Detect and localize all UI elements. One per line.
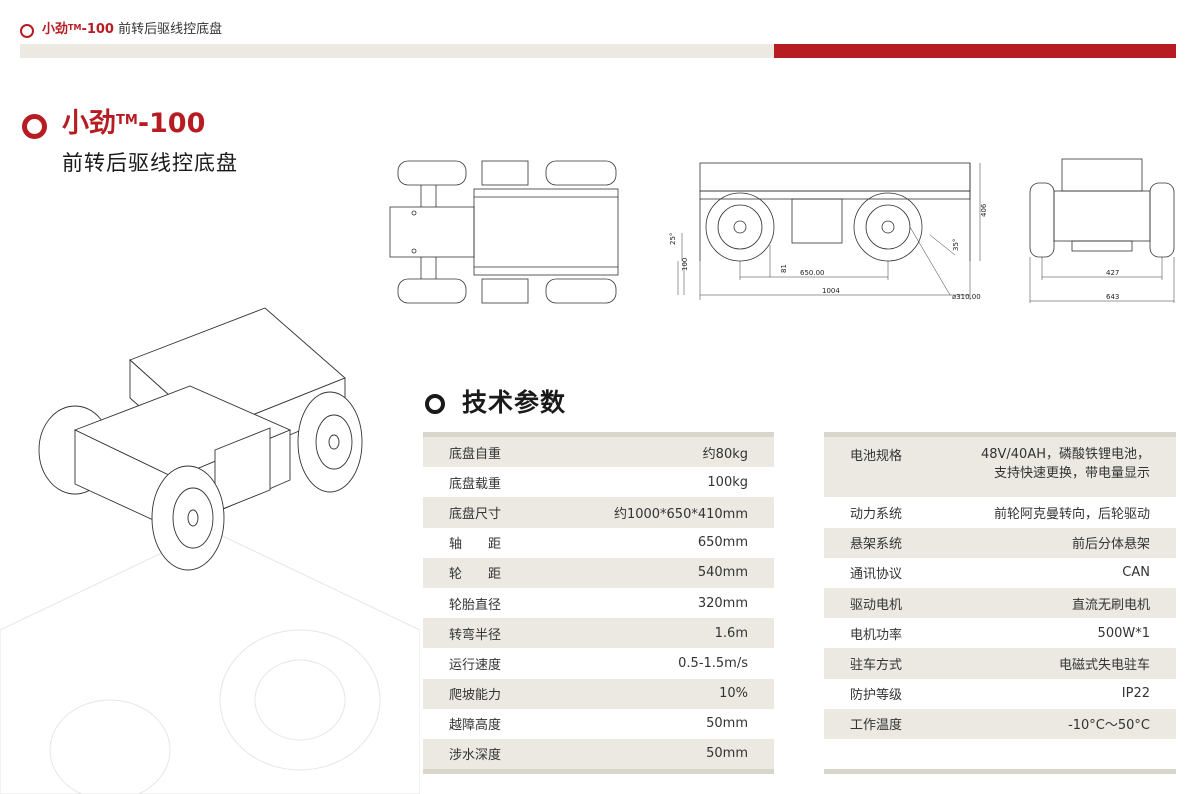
dim-width: 643 xyxy=(1106,293,1119,301)
spec-row: 底盘尺寸约1000*650*410mm xyxy=(423,497,774,528)
spec-row-blank xyxy=(824,738,1176,770)
spec-heading-circle-icon xyxy=(425,394,445,414)
spec-row: 工作温度-10°C～50°C xyxy=(824,708,1176,739)
spec-row: 动力系统前轮阿克曼转向，后轮驱动 xyxy=(850,506,1150,522)
product-subtitle: 前转后驱线控底盘 xyxy=(62,151,238,175)
header-bar-red xyxy=(774,44,1176,58)
spec-row: 底盘自重约80kg xyxy=(423,437,774,468)
dim-clearance: 100 xyxy=(681,258,689,271)
spec-heading: 技术参数 xyxy=(462,388,567,417)
dim-length: 1004 xyxy=(822,287,840,295)
header-circle-icon xyxy=(20,24,34,38)
header-title: 小劲TM-100 前转后驱线控底盘 xyxy=(42,21,222,39)
header-bar-grey xyxy=(20,44,774,58)
dim-81: 81 xyxy=(780,264,788,273)
dim-track: 427 xyxy=(1106,269,1119,277)
title-circle-icon xyxy=(22,114,47,139)
product-title: 小劲TM-100 xyxy=(62,108,206,139)
side-view-drawing: 650.00 1004 406 100 81 25° 35° ⌀310.00 xyxy=(669,162,988,301)
isometric-product-drawing xyxy=(0,307,420,794)
dim-wheelbase: 650.00 xyxy=(800,269,825,277)
dim-wheel-dia: ⌀310.00 xyxy=(952,293,981,301)
dim-25: 25° xyxy=(669,233,677,245)
spec-row: 悬架系统前后分体悬架 xyxy=(824,527,1176,558)
dim-height: 406 xyxy=(980,203,988,217)
spec-row: 驱动电机直流无刷电机 xyxy=(824,587,1176,619)
header-brand: 小劲TM-100 xyxy=(42,22,114,37)
rear-view-drawing: 427 643 xyxy=(1029,158,1175,303)
header-subtitle: 前转后驱线控底盘 xyxy=(118,22,223,37)
spec-row: 电池规格 48V/40AH，磷酸铁锂电池，支持快速更换，带电量显示 xyxy=(824,437,1176,498)
dim-35: 35° xyxy=(952,239,960,251)
spec-row: 驻车方式电磁式失电驻车 xyxy=(824,648,1176,679)
top-view-drawing xyxy=(389,160,619,304)
spec-table-right: 电池规格 48V/40AH，磷酸铁锂电池，支持快速更换，带电量显示 动力系统前轮… xyxy=(824,432,1176,775)
